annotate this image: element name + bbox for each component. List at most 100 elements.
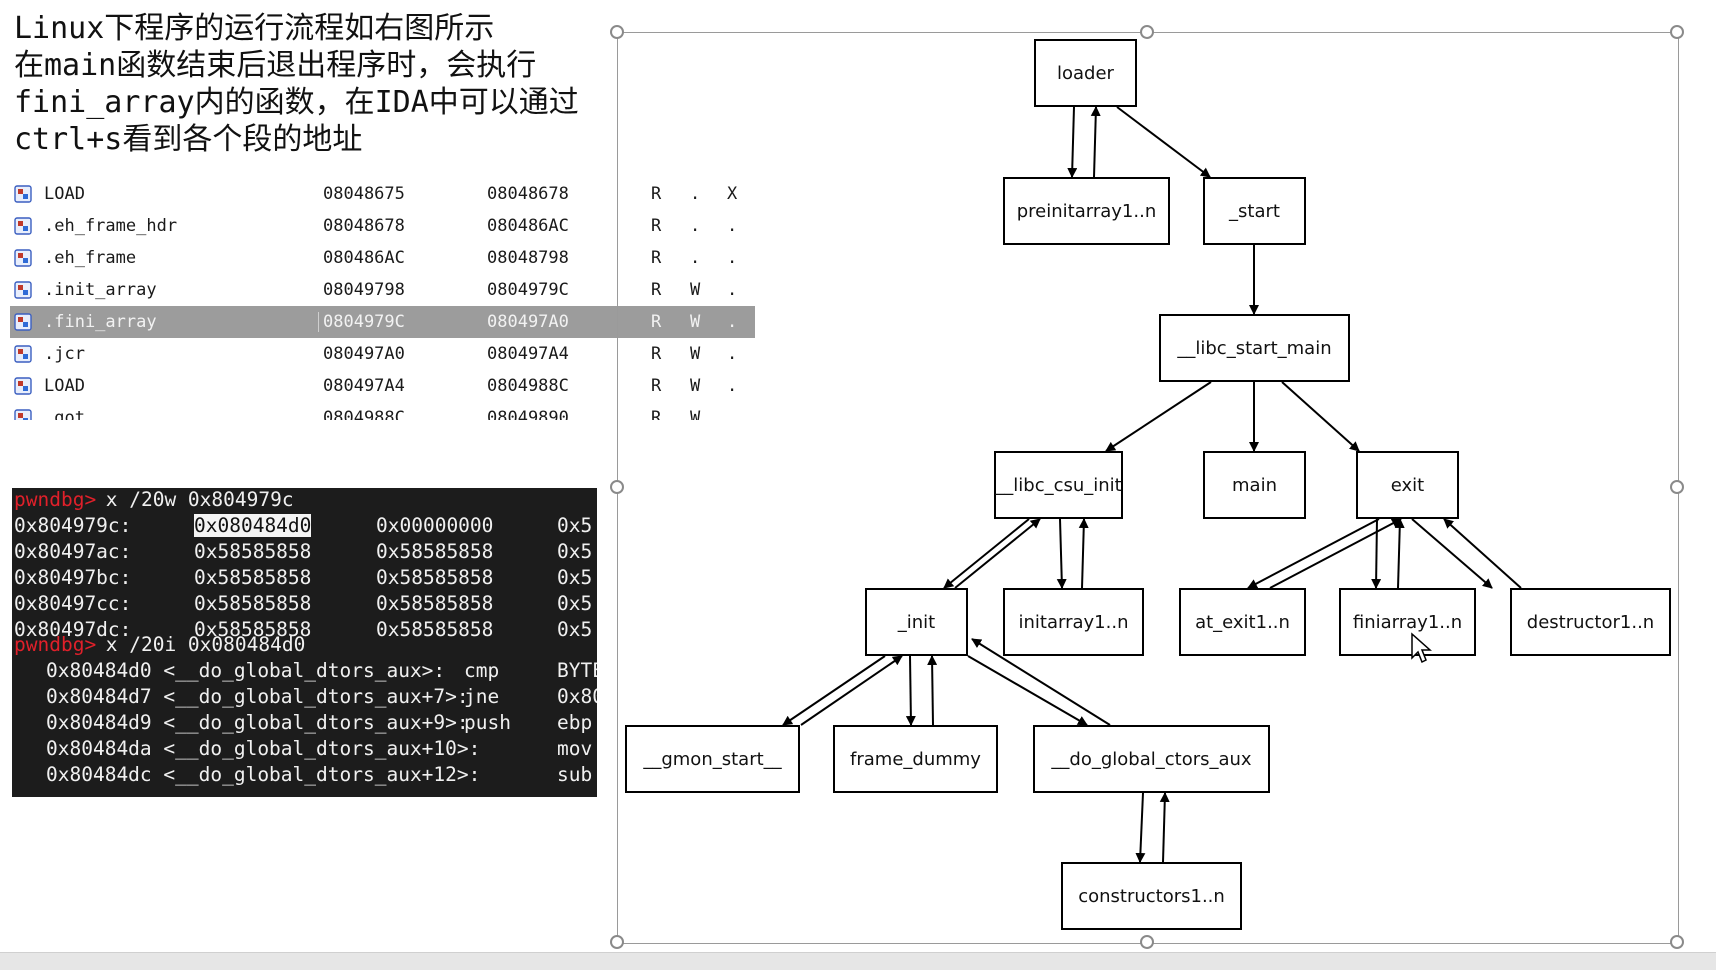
asm-operand: 0x80	[557, 685, 597, 708]
node-libc-start-main[interactable]: __libc_start_main	[1159, 314, 1350, 382]
segment-start: 08049798	[323, 280, 405, 300]
segment-read-flag: R	[651, 408, 662, 420]
node-initarray[interactable]: initarray1..n	[1003, 588, 1144, 656]
node-frame-dummy[interactable]: frame_dummy	[833, 725, 998, 793]
segment-start: 080497A4	[323, 376, 405, 396]
node-finiarray[interactable]: finiarray1..n	[1339, 588, 1476, 656]
node-constructors[interactable]: constructors1..n	[1061, 862, 1242, 930]
segment-name: .jcr	[44, 344, 85, 364]
segment-exec-flag: .	[727, 344, 738, 364]
asm-location: 0x80484d0 <__do_global_dtors_aux>:	[46, 659, 446, 682]
node-main[interactable]: main	[1203, 451, 1306, 519]
memory-word: 0x5	[557, 592, 593, 615]
segment-exec-flag: .	[727, 216, 738, 236]
memory-word: 0x58585858	[376, 592, 494, 615]
segment-name: LOAD	[44, 184, 85, 204]
node-start[interactable]: _start	[1203, 177, 1306, 245]
node-exit[interactable]: exit	[1356, 451, 1459, 519]
edge-preinitarray-to-loader	[1090, 106, 1101, 178]
node-gmon-start[interactable]: __gmon_start__	[625, 725, 800, 793]
segment-start: 08048675	[323, 184, 405, 204]
resize-handle-bottom-right[interactable]	[1670, 935, 1684, 949]
segment-start: 08048678	[323, 216, 405, 236]
segment-write-flag: W	[690, 344, 701, 364]
segment-read-flag: R	[651, 216, 662, 236]
edge-libc-start-main-to-exit	[1281, 381, 1360, 452]
segment-name: .eh_frame	[44, 248, 137, 268]
resize-handle-left[interactable]	[610, 480, 624, 494]
memory-word: 0x00000000	[376, 514, 494, 537]
segment-start: 0804988C	[323, 408, 405, 420]
segment-end: 08048678	[487, 184, 569, 204]
edge-initarray-to-csu-init	[1078, 518, 1089, 589]
program-flow-diagram[interactable]: loader preinitarray1..n _start __libc_st…	[610, 25, 1684, 949]
segment-read-flag: R	[651, 184, 662, 204]
edge-csu-init-to-init	[943, 518, 1030, 589]
edge-init-to-csu-init	[954, 518, 1041, 589]
segment-end: 08048798	[487, 248, 569, 268]
segment-write-flag: W	[690, 376, 701, 396]
segment-start: 0804979C	[318, 312, 405, 332]
segment-write-flag: W	[690, 408, 701, 420]
terminal-prompt: pwndbg>	[14, 633, 97, 656]
asm-operand: BYTE	[557, 659, 597, 682]
edge-finiarray-to-exit	[1394, 518, 1405, 589]
resize-handle-top[interactable]	[1140, 25, 1154, 39]
node-do-global-ctors-aux[interactable]: __do_global_ctors_aux	[1033, 725, 1270, 793]
segment-exec-flag: X	[727, 184, 738, 204]
segment-icon	[14, 185, 32, 203]
asm-location: 0x80484dc <__do_global_dtors_aux+12>:	[46, 763, 481, 786]
resize-handle-top-left[interactable]	[610, 25, 624, 39]
segment-row[interactable]: LOAD 08048675 08048678 R. X	[10, 178, 755, 210]
memory-word: 0x5	[557, 514, 593, 537]
segment-write-flag: W	[690, 312, 701, 332]
terminal-prompt: pwndbg>	[14, 488, 97, 511]
memory-word: 0x5	[557, 566, 593, 589]
intro-text: Linux下程序的运行流程如右图所示 在main函数结束后退出程序时，会执行 f…	[14, 10, 604, 158]
asm-mnemonic: cmp	[464, 659, 500, 682]
pwndbg-terminal: pwndbg> x /20w 0x804979c 0x804979c:0x080…	[12, 488, 597, 797]
segment-end: 08049890	[487, 408, 569, 420]
resize-handle-bottom-left[interactable]	[610, 935, 624, 949]
memory-word: 0x58585858	[376, 618, 494, 641]
memory-word: 0x5	[557, 540, 593, 563]
asm-mnemonic: jne	[464, 685, 500, 708]
node-loader[interactable]: loader	[1034, 39, 1137, 107]
intro-line: fini_array内的函数，在IDA中可以通过	[14, 85, 579, 120]
resize-handle-bottom[interactable]	[1140, 935, 1154, 949]
edge-constructors-to-ctors-aux	[1159, 792, 1170, 863]
segment-end: 0804988C	[487, 376, 569, 396]
asm-operand: ebp	[557, 711, 593, 734]
intro-line: Linux下程序的运行流程如右图所示	[14, 11, 495, 46]
node-libc-csu-init[interactable]: __libc_csu_init	[994, 451, 1123, 519]
segment-name: .eh_frame_hdr	[44, 216, 178, 236]
node-destructor[interactable]: destructor1..n	[1510, 588, 1671, 656]
edge-exit-to-finiarray	[1371, 518, 1382, 589]
memory-address: 0x804979c:	[14, 514, 132, 537]
node-preinitarray[interactable]: preinitarray1..n	[1003, 177, 1170, 245]
asm-operand: sub	[557, 763, 593, 786]
edge-at-exit-to-exit	[1269, 518, 1402, 589]
resize-handle-right[interactable]	[1670, 480, 1684, 494]
segment-read-flag: R	[651, 280, 662, 300]
segment-exec-flag: .	[727, 376, 738, 396]
node-at-exit[interactable]: at_exit1..n	[1179, 588, 1306, 656]
segment-icon	[14, 345, 32, 363]
memory-word: 0x5	[557, 618, 593, 641]
edge-init-to-do-global-ctors-aux	[967, 655, 1088, 726]
segment-end: 080497A4	[487, 344, 569, 364]
segment-icon	[14, 281, 32, 299]
memory-address: 0x80497ac:	[14, 540, 132, 563]
node-init[interactable]: _init	[865, 588, 968, 656]
segment-write-flag: .	[690, 216, 701, 236]
segment-write-flag: .	[690, 184, 701, 204]
resize-handle-top-right[interactable]	[1670, 25, 1684, 39]
